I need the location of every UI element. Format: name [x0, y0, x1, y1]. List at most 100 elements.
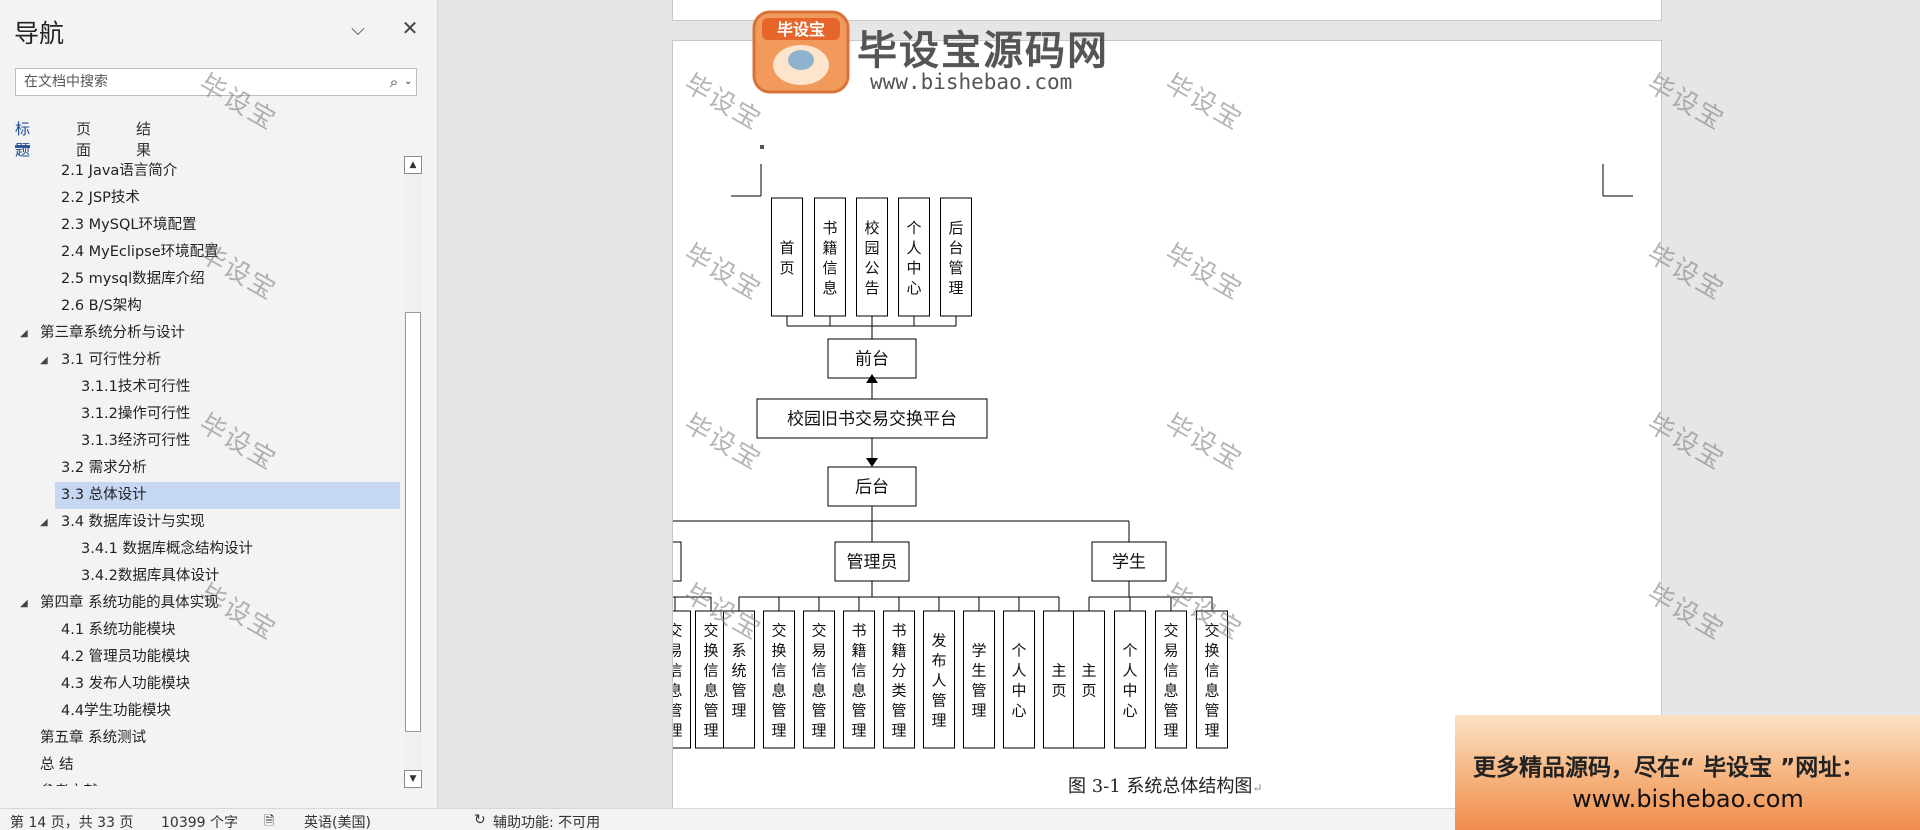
outline-item-label: 第三章系统分析与设计 [40, 325, 185, 341]
figure-caption: 图 3-1 系统总体结构图↵ [1068, 772, 1263, 798]
outline-item[interactable]: 2.2 JSP技术 [0, 185, 400, 212]
outline-item[interactable]: 第五章 系统测试 [0, 725, 400, 752]
logo-name: 毕设宝源码网 [857, 28, 1109, 74]
diagram-box-label: 书籍信息管理 [851, 622, 866, 740]
outline-item[interactable]: 2.6 B/S架构 [0, 293, 400, 320]
search-box: ⌕ ⌄ [15, 68, 417, 96]
outline-item-label: 3.1.2操作可行性 [81, 406, 191, 422]
diagram-box [723, 610, 755, 749]
outline-item-label: 4.4学生功能模块 [61, 703, 172, 719]
diagram-box [827, 466, 917, 507]
arrow-head [866, 458, 878, 467]
tab-pages[interactable]: 页面 [76, 120, 92, 159]
diagram-box [695, 610, 727, 749]
diagram-box-label: 发布人管理 [931, 632, 946, 730]
outline-item-label: 总 结 [40, 757, 74, 773]
close-icon[interactable]: ✕ [401, 16, 419, 40]
diagram-box [940, 197, 972, 317]
structure-diagram: 首页书籍信息校园公告个人中心后台管理前台校园旧书交易交换平台后台发布人管理员学生… [673, 145, 1633, 749]
collapse-triangle-icon[interactable]: ◢ [40, 355, 48, 366]
diagram-box [1114, 610, 1146, 749]
diagram-box [1043, 610, 1075, 749]
language[interactable]: 英语(美国) [304, 815, 371, 830]
outline-item[interactable]: 4.4学生功能模块 [0, 698, 400, 725]
outline-item[interactable]: ◢ 第三章系统分析与设计 [0, 320, 400, 347]
diagram-box-label: 前台 [855, 350, 889, 370]
outline-item[interactable]: 4.1 系统功能模块 [0, 617, 400, 644]
outline-item[interactable]: ◢ 3.4 数据库设计与实现 [0, 509, 400, 536]
diagram-box [1091, 541, 1167, 582]
diagram-box-label: 交易信息管理 [673, 622, 683, 740]
collapse-triangle-icon[interactable]: ◢ [20, 598, 28, 609]
outline-item[interactable]: 3.3 总体设计 [55, 482, 400, 509]
outline-item[interactable]: 参考文献 [0, 779, 400, 786]
diagram-box-label: 首页 [779, 239, 794, 277]
outline-item[interactable]: 3.1.1技术可行性 [0, 374, 400, 401]
promo-line-1: 更多精品源码，尽在“ 毕设宝 ”网址： [1473, 755, 1865, 781]
diagram-box [856, 197, 888, 317]
diagram-box-label: 系统管理 [731, 642, 746, 720]
outline-item[interactable]: 3.4.2数据库具体设计 [0, 563, 400, 590]
search-input[interactable] [16, 69, 376, 95]
outline-item-label: 3.4.2数据库具体设计 [81, 568, 220, 584]
outline-item[interactable]: 4.3 发布人功能模块 [0, 671, 400, 698]
caption-text: 图 3-1 系统总体结构图 [1068, 776, 1253, 797]
outline-item[interactable]: 3.2 需求分析 [0, 455, 400, 482]
tab-headings[interactable]: 标题 [15, 120, 31, 159]
outline-item[interactable]: 4.2 管理员功能模块 [0, 644, 400, 671]
diagram-box [1073, 610, 1105, 749]
diagram-box-label: 交换信息管理 [703, 622, 718, 740]
outline-item[interactable]: 2.5 mysql数据库介绍 [0, 266, 400, 293]
svg-text:毕设宝: 毕设宝 [777, 20, 825, 39]
scroll-thumb[interactable] [405, 312, 421, 732]
status-bar: 第 14 页，共 33 页 10399 个字 🗎 英语(美国) ↻ 辅助功能: … [0, 808, 1455, 830]
outline-item-label: 3.4 数据库设计与实现 [61, 514, 205, 530]
word-count[interactable]: 10399 个字 [161, 815, 238, 830]
outline-item[interactable]: 3.1.3经济可行性 [0, 428, 400, 455]
diagram-box-label: 交易信息管理 [811, 622, 826, 740]
diagram-box-label: 个人中心 [906, 219, 921, 297]
outline-item[interactable]: 2.4 MyEclipse环境配置 [0, 239, 400, 266]
search-icon[interactable]: ⌕ [389, 73, 399, 91]
outline-item-label: 3.1.3经济可行性 [81, 433, 191, 449]
diagram-box [814, 197, 846, 317]
outline-item[interactable]: 2.3 MySQL环境配置 [0, 212, 400, 239]
page-count[interactable]: 第 14 页，共 33 页 [10, 815, 134, 830]
accessibility-status[interactable]: 辅助功能: 不可用 [493, 815, 601, 830]
scroll-down-icon[interactable]: ▼ [404, 770, 422, 788]
outline-item[interactable]: ◢ 第四章 系统功能的具体实现 [0, 590, 400, 617]
outline-item-label: 3.1 可行性分析 [61, 352, 162, 368]
diagram-box-label: 交换信息管理 [1204, 622, 1219, 740]
diagram-box [673, 610, 691, 749]
scroll-up-icon[interactable]: ▲ [404, 156, 422, 174]
tab-results[interactable]: 结果 [136, 120, 152, 159]
chevron-down-icon[interactable]: ⌵ [351, 19, 365, 40]
document-page[interactable]: 首页书籍信息校园公告个人中心后台管理前台校园旧书交易交换平台后台发布人管理员学生… [672, 40, 1662, 808]
diagram-box-label: 学生 [1112, 553, 1146, 573]
outline-item-label: 第五章 系统测试 [40, 730, 147, 746]
document-area[interactable]: 首页书籍信息校园公告个人中心后台管理前台校园旧书交易交换平台后台发布人管理员学生… [439, 0, 1920, 808]
proofing-icon[interactable]: 🗎 [264, 814, 275, 829]
outline-item[interactable]: 总 结 [0, 752, 400, 779]
promo-line-2: www.bishebao.com [1572, 785, 1804, 813]
outline-scrollbar[interactable]: ▲ ▼ [404, 156, 422, 790]
diagram-box [827, 338, 917, 379]
outline-item-label: 3.1.1技术可行性 [81, 379, 191, 395]
previous-page [672, 0, 1662, 21]
outline-item-label: 第四章 系统功能的具体实现 [40, 595, 219, 611]
diagram-box [843, 610, 875, 749]
collapse-triangle-icon[interactable]: ◢ [20, 328, 28, 339]
outline-item[interactable]: 3.4.1 数据库概念结构设计 [0, 536, 400, 563]
outline-item[interactable]: ◢ 3.1 可行性分析 [0, 347, 400, 374]
outline-item[interactable]: 2.1 Java语言简介 [0, 158, 400, 185]
accessibility-icon[interactable]: ↻ [474, 812, 486, 828]
search-options-icon[interactable]: ⌄ [404, 76, 413, 87]
outline-item[interactable]: 3.1.2操作可行性 [0, 401, 400, 428]
diagram-box [963, 610, 995, 749]
collapse-triangle-icon[interactable]: ◢ [40, 517, 48, 528]
diagram-box [763, 610, 795, 749]
diagram-box-label: 主页 [1081, 662, 1096, 700]
diagram-box-label: 个人中心 [1122, 642, 1137, 720]
diagram-box-label: 管理员 [847, 553, 898, 573]
